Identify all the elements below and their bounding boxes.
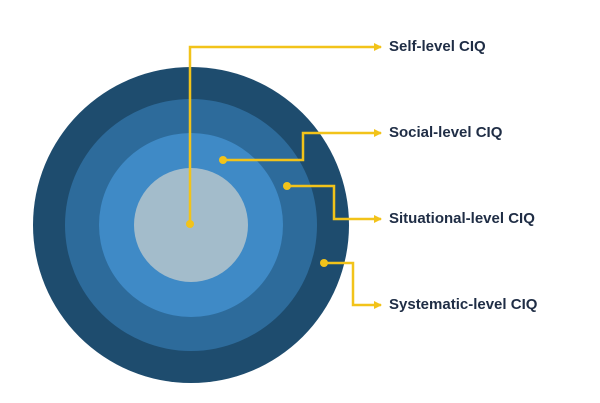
- social-level-dot: [219, 156, 227, 164]
- self-level-connector: [188, 43, 382, 224]
- situational-level-dot: [283, 182, 291, 190]
- social-level-label: Social-level CIQ: [389, 124, 503, 141]
- self-level-dot: [186, 220, 194, 228]
- systematic-level-label: Systematic-level CIQ: [389, 296, 538, 313]
- situational-level-connector: [287, 184, 382, 223]
- self-level-label: Self-level CIQ: [389, 38, 486, 55]
- situational-level-label: Situational-level CIQ: [389, 210, 535, 227]
- systematic-level-dot: [320, 259, 328, 267]
- social-level-connector: [223, 129, 382, 162]
- systematic-level-connector: [324, 261, 382, 309]
